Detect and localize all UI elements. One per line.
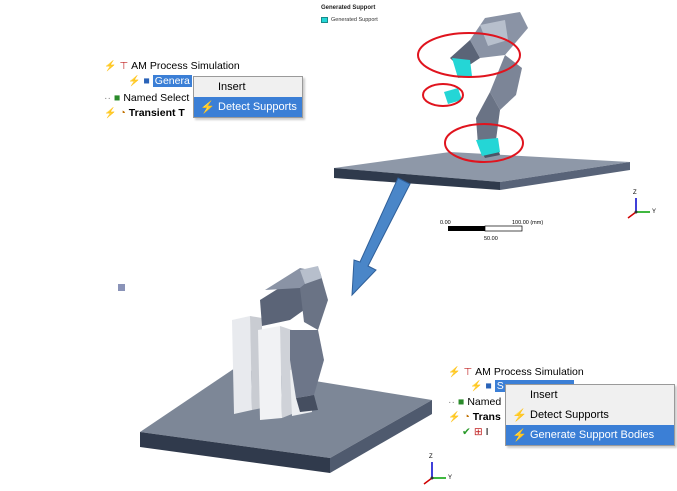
axis-y-label-bottom: Y [448, 475, 453, 481]
bolt-icon: ⚡ [104, 107, 117, 119]
am-simulation-icon: ⊤ [119, 60, 129, 72]
named-selection-icon: ■ [114, 92, 121, 104]
menu-item-label: Insert [218, 81, 246, 93]
tree-item-label: Named [467, 396, 502, 408]
tree-item-named-selections[interactable]: ·· ■ Named [448, 396, 501, 408]
top-build-plate [334, 152, 630, 190]
clock-icon: ◔ [119, 107, 126, 119]
overhang-circle-left [422, 83, 464, 107]
bottom-part [232, 266, 328, 420]
tree-line-icon: ·· [448, 396, 455, 408]
cube-icon: ■ [143, 75, 150, 87]
scale-bar [448, 225, 523, 232]
tree-item-label-selected: Genera [152, 75, 192, 87]
bolt-icon: ⚡ [104, 60, 117, 72]
bolt-icon: ⚡ [448, 366, 461, 378]
tree-root-top[interactable]: ⚡ ⊤ AM Process Simulation [104, 60, 240, 72]
menu-item-insert[interactable]: Insert [194, 77, 302, 97]
overhang-circle-top [417, 32, 521, 78]
bolt-icon: ⚡ [512, 408, 527, 422]
axis-z-label-bottom: Z [429, 454, 433, 460]
bolt-icon: ⚡ [448, 411, 461, 423]
tree-item-label: Named Select [123, 92, 190, 104]
tree-item-child[interactable]: ✔ ⊞ I [462, 426, 489, 438]
tree-root-bottom[interactable]: ⚡ ⊤ AM Process Simulation [448, 366, 584, 378]
menu-item-label: Insert [530, 389, 558, 401]
menu-item-generate-support-bodies[interactable]: ⚡ Generate Support Bodies [506, 425, 674, 445]
bolt-icon: ⚡ [512, 428, 527, 442]
context-menu-bottom: Insert ⚡ Detect Supports ⚡ Generate Supp… [505, 384, 675, 446]
clock-icon: ◔ [463, 411, 470, 423]
legend-title: Generated Support [321, 5, 376, 11]
axis-triad-top [627, 198, 650, 219]
bolt-icon: ⚡ [200, 100, 215, 114]
cube-icon: ■ [485, 380, 492, 392]
menu-item-insert[interactable]: Insert [506, 385, 674, 405]
check-icon: ✔ [462, 426, 471, 438]
annotation-circles [417, 32, 524, 163]
tree-root-label: AM Process Simulation [475, 366, 584, 378]
selection-marker [118, 284, 125, 291]
item-icon: ⊞ [473, 426, 483, 438]
legend-swatch [321, 17, 328, 23]
tree-line-icon: ·· [104, 92, 111, 104]
menu-item-detect-supports[interactable]: ⚡ Detect Supports [506, 405, 674, 425]
scale-label-left: 0.00 [440, 220, 451, 226]
overhang-circle-bottom [444, 123, 524, 163]
top-part [444, 12, 528, 158]
named-selection-icon: ■ [458, 396, 465, 408]
tree-item-transient[interactable]: ⚡ ◔ Transient T [104, 107, 185, 119]
axis-y-label-top: Y [652, 209, 657, 215]
legend-item-label: Generated Support [331, 17, 378, 23]
tree-root-label: AM Process Simulation [131, 60, 240, 72]
bolt-icon: ⚡ [470, 380, 483, 392]
tree-item-generated-support[interactable]: ⚡ ■ Genera [128, 75, 192, 87]
tree-item-named-selections[interactable]: ·· ■ Named Select [104, 92, 189, 104]
menu-item-label: Generate Support Bodies [530, 429, 655, 441]
tree-item-transient[interactable]: ⚡ ◔ Trans [448, 411, 501, 423]
axis-z-label-top: Z [633, 190, 637, 196]
legend-item: Generated Support [321, 17, 378, 23]
axis-triad-bottom [423, 462, 446, 485]
tree-item-label: Trans [472, 411, 501, 423]
tree-item-label: Transient T [128, 107, 185, 119]
tree-item-label: I [485, 426, 489, 438]
transition-arrow [351, 177, 411, 297]
scale-label-right: 100.00 (mm) [512, 220, 544, 226]
scale-label-mid: 50.00 [484, 236, 498, 242]
menu-item-label: Detect Supports [218, 101, 297, 113]
menu-item-label: Detect Supports [530, 409, 609, 421]
am-simulation-icon: ⊤ [463, 366, 473, 378]
context-menu-top: Insert ⚡ Detect Supports [193, 76, 303, 118]
menu-item-detect-supports[interactable]: ⚡ Detect Supports [194, 97, 302, 117]
bolt-icon: ⚡ [128, 75, 141, 87]
